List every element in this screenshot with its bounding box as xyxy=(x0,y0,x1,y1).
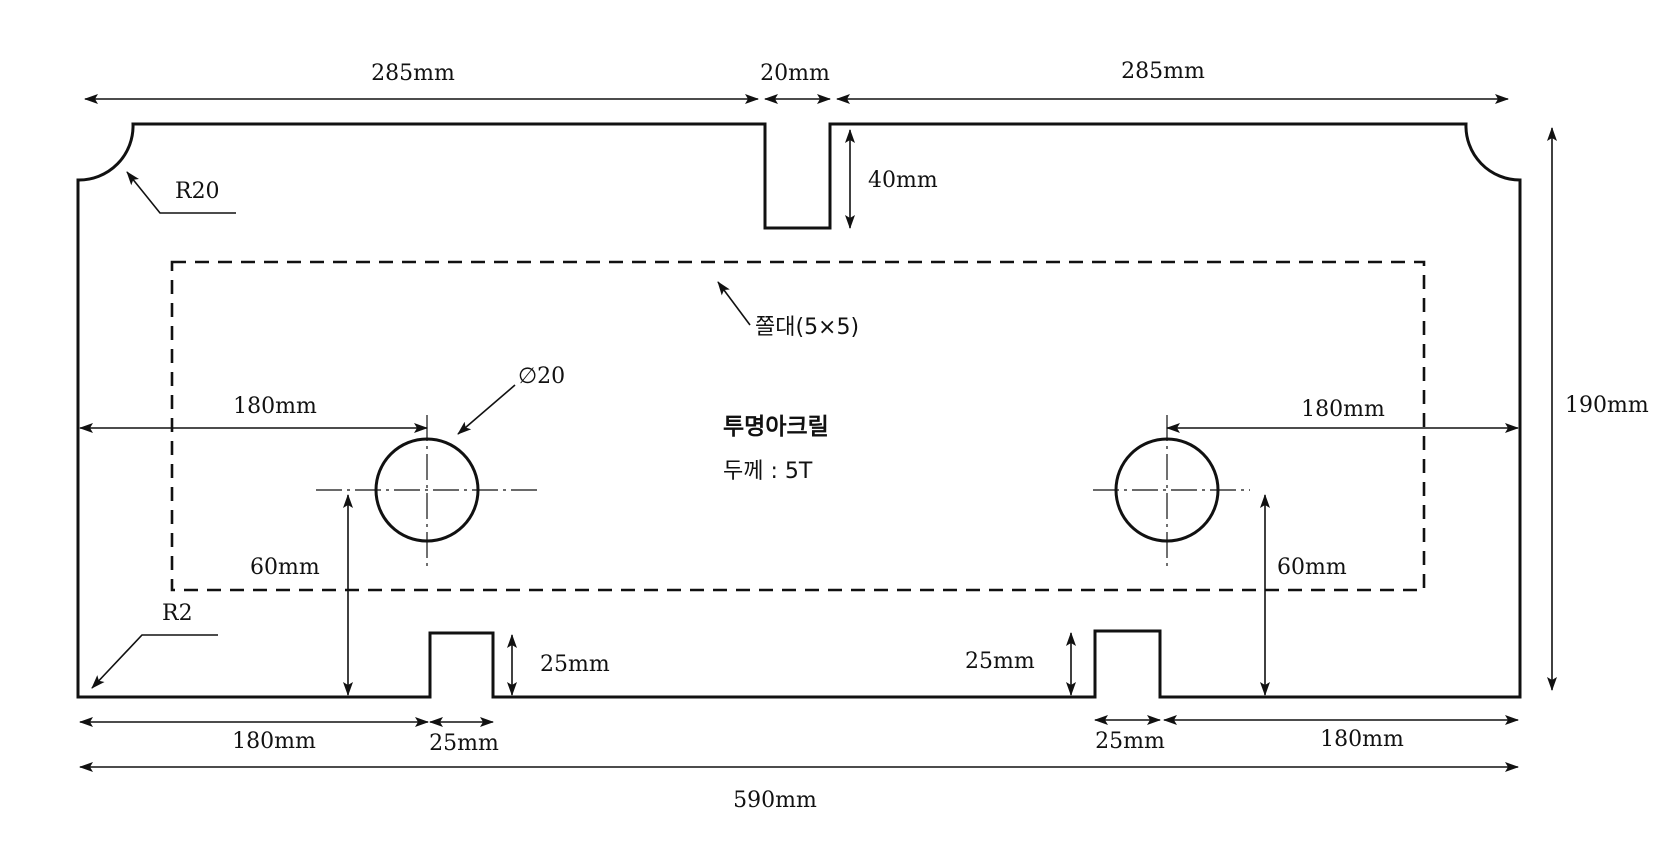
label-thickness: 두께 : 5T xyxy=(723,459,813,484)
label-left-hole-offset: 180mm xyxy=(233,394,317,419)
label-bottom-right-slot-width: 25mm xyxy=(1095,729,1165,754)
label-groove: 쫄대(5×5) xyxy=(755,315,859,340)
label-bottom-right-slot-depth: 25mm xyxy=(965,649,1035,674)
leader-groove xyxy=(717,281,751,326)
part-outline xyxy=(76,122,1522,699)
label-left-hole-height: 60mm xyxy=(250,555,320,580)
label-top-left-width: 285mm xyxy=(371,61,455,86)
label-top-right-width: 285mm xyxy=(1121,59,1205,84)
label-top-slot-width: 20mm xyxy=(760,61,830,86)
label-hole-diameter: ∅20 xyxy=(518,364,565,389)
leader-r2 xyxy=(91,634,218,689)
leader-r20 xyxy=(126,171,236,214)
label-bottom-left-offset: 180mm xyxy=(232,729,316,754)
label-corner-radius-large: R20 xyxy=(175,179,220,204)
leader-hole-diameter xyxy=(457,384,516,435)
label-bottom-right-offset: 180mm xyxy=(1320,727,1404,752)
label-bottom-left-slot-depth: 25mm xyxy=(540,652,610,677)
label-corner-radius-small: R2 xyxy=(162,601,193,626)
label-material: 투명아크릴 xyxy=(723,414,829,440)
label-top-slot-depth: 40mm xyxy=(868,168,938,193)
label-total-width: 590mm xyxy=(733,788,817,813)
label-bottom-left-slot-width: 25mm xyxy=(429,731,499,756)
label-total-height: 190mm xyxy=(1565,393,1649,418)
label-right-hole-height: 60mm xyxy=(1277,555,1347,580)
label-right-hole-offset: 180mm xyxy=(1301,397,1385,422)
